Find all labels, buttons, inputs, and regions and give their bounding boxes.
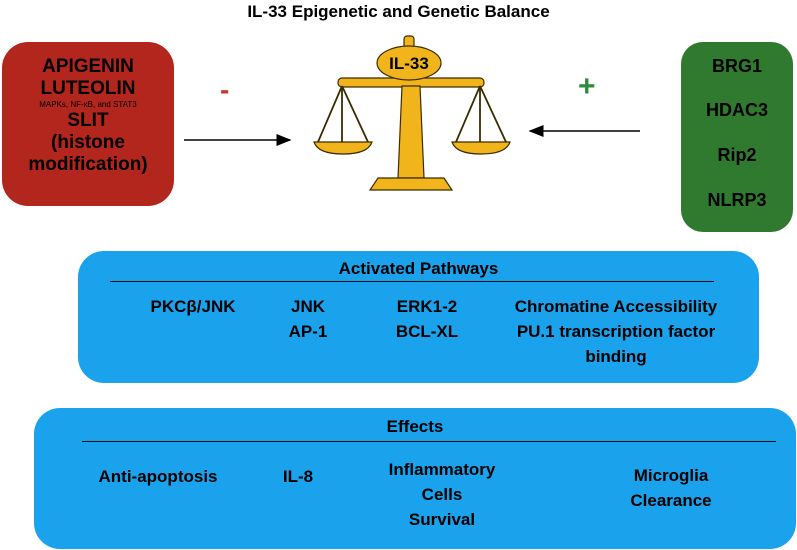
pathways-title: Activated Pathways	[338, 259, 499, 278]
effects-panel	[34, 408, 796, 549]
activator-hdac3: HDAC3	[705, 100, 768, 120]
inhibitor-modification: modification)	[28, 154, 148, 175]
pathway-binding: binding	[585, 347, 647, 366]
pathway-ap1: AP-1	[288, 322, 328, 341]
inhibitor-pathways-note: MAPKs, NF-κB, and STAT3	[39, 100, 137, 109]
activator-nlrp3: NLRP3	[707, 190, 767, 210]
effects-title: Effects	[386, 417, 444, 436]
scale-icon	[313, 35, 511, 191]
minus-sign: -	[220, 74, 230, 105]
effect-microglia: Microglia	[633, 466, 709, 485]
effect-il8: IL-8	[282, 467, 314, 486]
plus-sign: +	[578, 70, 596, 103]
pathway-bcl-xl: BCL-XL	[395, 322, 459, 341]
pathways-divider	[110, 281, 714, 282]
activator-rip2: Rip2	[717, 145, 757, 165]
effect-anti-apoptosis: Anti-apoptosis	[98, 467, 218, 486]
effect-clearance: Clearance	[630, 491, 712, 510]
diagram-title: IL-33 Epigenetic and Genetic Balance	[247, 2, 550, 21]
pathway-pu1: PU.1 transcription factor	[516, 322, 716, 341]
effects-divider	[82, 441, 776, 442]
inhibitor-histone: (histone	[51, 132, 125, 153]
pathway-jnk: JNK	[290, 297, 325, 316]
inhibitor-apigenin: APIGENIN	[42, 56, 134, 77]
pathway-erk: ERK1-2	[396, 297, 458, 316]
effect-inflammatory: Inflammatory	[388, 460, 496, 479]
pathway-chromatine: Chromatine Accessibility	[514, 297, 718, 316]
balance-graphic: IL-33	[184, 35, 640, 191]
activated-pathways-panel	[78, 251, 759, 383]
activator-brg1: BRG1	[711, 56, 762, 76]
effect-cells: Cells	[421, 485, 463, 504]
scale-label: IL-33	[389, 54, 429, 73]
pathway-pkcb-jnk: PKCβ/JNK	[150, 297, 236, 316]
activators-box: BRG1 HDAC3 Rip2 NLRP3	[681, 42, 793, 232]
inhibitor-luteolin: LUTEOLIN	[40, 78, 136, 99]
effect-survival: Survival	[408, 510, 476, 529]
inhibitor-slit: SLIT	[67, 110, 109, 131]
inhibitors-box: APIGENIN LUTEOLIN MAPKs, NF-κB, and STAT…	[2, 42, 174, 206]
